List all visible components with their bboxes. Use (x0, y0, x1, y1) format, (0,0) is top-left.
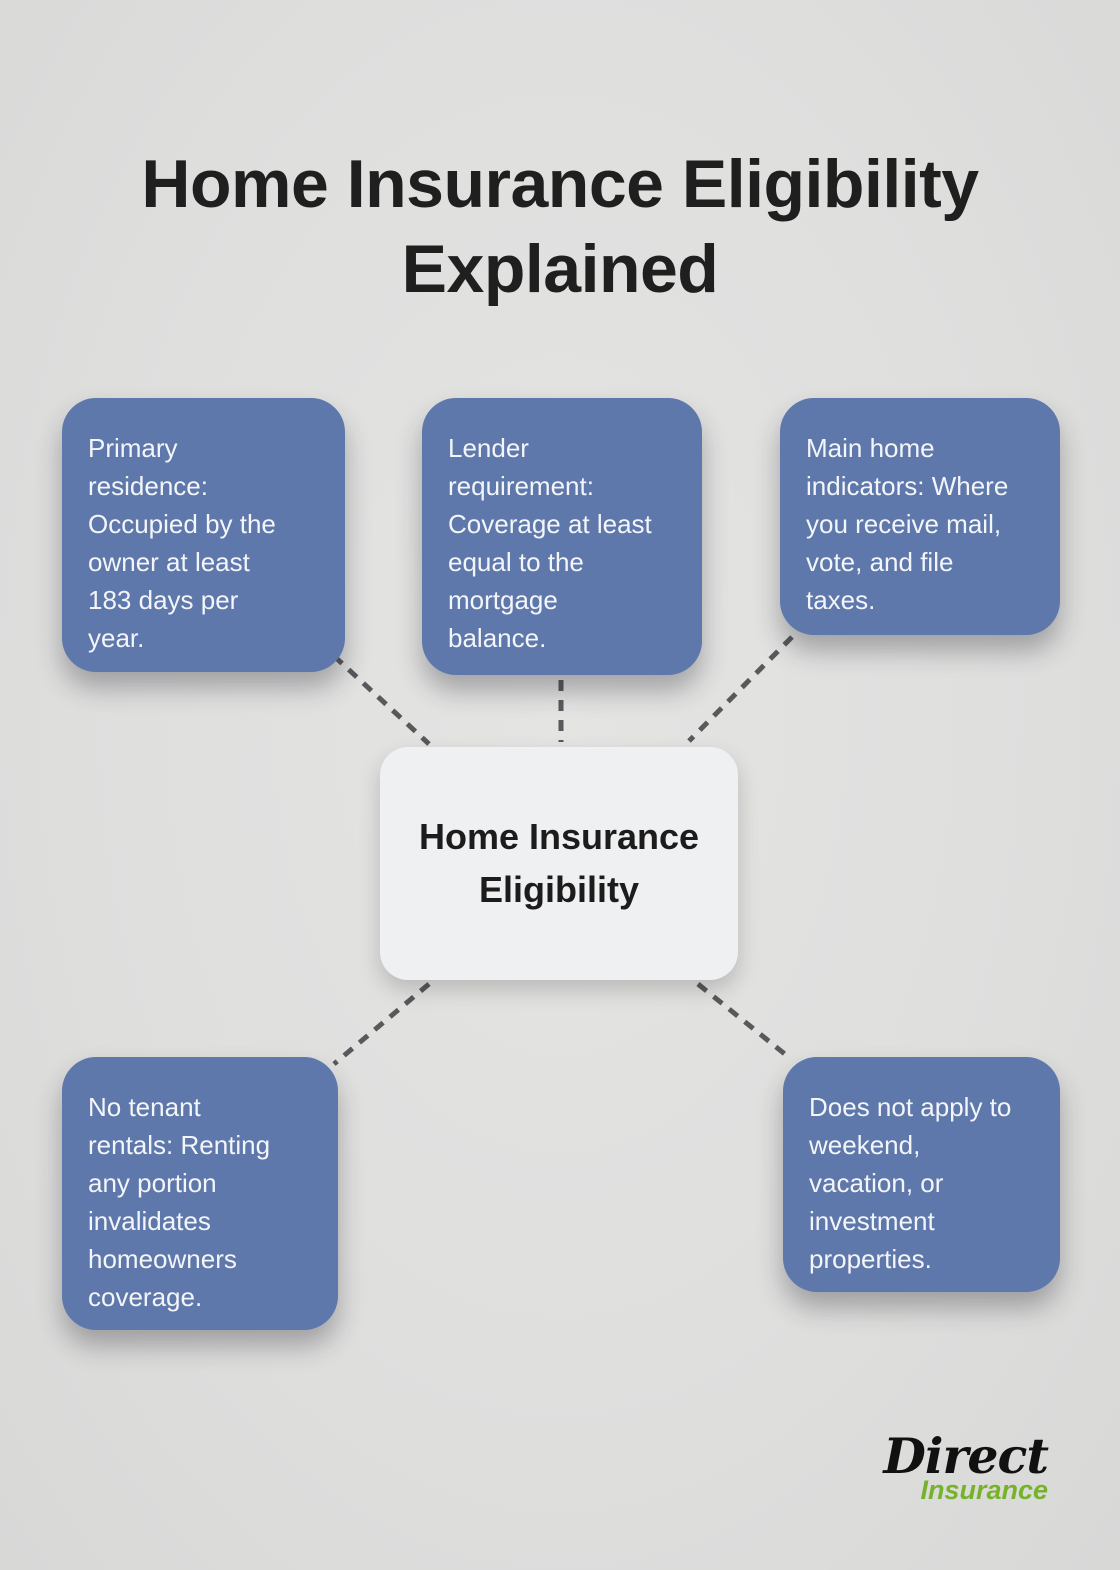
brand-logo-primary: Direct (883, 1427, 1049, 1485)
brand-logo: Direct Insurance (883, 1427, 1049, 1505)
node-no-tenant-rentals: No tenant rentals: Renting any portion i… (62, 1057, 338, 1330)
brand-logo-secondary: Insurance (920, 1475, 1048, 1505)
connector-line-bottom-left (332, 982, 431, 1066)
node-not-vacation-properties-text: Does not apply to weekend, vacation, or … (809, 1092, 1012, 1274)
node-primary-residence: Primary residence: Occupied by the owner… (62, 398, 345, 672)
connector-line-top-left (332, 654, 431, 746)
node-not-vacation-properties: Does not apply to weekend, vacation, or … (783, 1057, 1060, 1292)
connector-line-bottom-right (696, 982, 793, 1061)
central-node: Home Insurance Eligibility (380, 747, 738, 980)
node-lender-requirement: Lender requirement: Coverage at least eq… (422, 398, 702, 675)
node-no-tenant-rentals-text: No tenant rentals: Renting any portion i… (88, 1092, 271, 1312)
node-main-home-indicators-text: Main home indicators: Where you receive … (806, 433, 1009, 615)
node-lender-requirement-text: Lender requirement: Coverage at least eq… (448, 433, 652, 653)
node-main-home-indicators: Main home indicators: Where you receive … (780, 398, 1060, 635)
node-primary-residence-text: Primary residence: Occupied by the owner… (88, 433, 276, 653)
connector-line-top-right (687, 635, 794, 743)
page-title: Home Insurance Eligibility Explained (141, 145, 979, 307)
